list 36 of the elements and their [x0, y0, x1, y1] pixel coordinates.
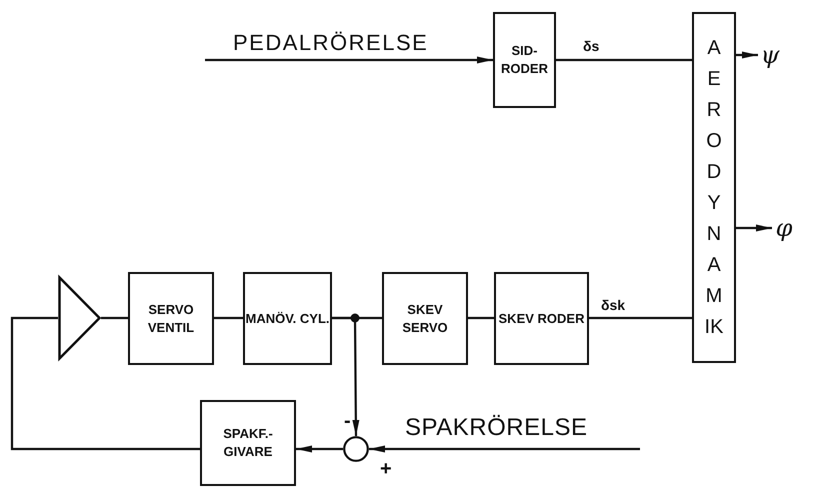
- output-symbol: φ: [772, 212, 796, 244]
- arrow: [332, 316, 360, 436]
- summing-circle: [343, 436, 369, 462]
- block: [200, 400, 296, 486]
- output-symbol: ψ: [758, 40, 782, 70]
- amplifier-triangle: [58, 276, 101, 360]
- system-block: [692, 12, 736, 363]
- block-label: SKEV SERVO: [401, 300, 449, 336]
- block-label: AERODYNAMIK: [704, 36, 724, 340]
- connector-line: [468, 316, 494, 320]
- block-label: MANÖV. CYL.: [245, 310, 330, 328]
- connector-line: [10, 316, 200, 450]
- arrow: [369, 446, 640, 452]
- edge-label: δs: [582, 38, 600, 54]
- block: [493, 12, 556, 108]
- edge-label: PEDALRÖRELSE: [232, 30, 430, 56]
- sign-label: +: [379, 458, 393, 481]
- block-label: SID- RODER: [500, 42, 549, 78]
- arrow: [736, 224, 772, 232]
- block-label: SKEV RODER: [498, 310, 584, 328]
- block-label: SERVO VENTIL: [146, 300, 196, 336]
- connector-line: [589, 316, 692, 320]
- connector-line: [214, 316, 243, 320]
- block: [128, 272, 214, 365]
- edge-label: δsk: [600, 297, 626, 313]
- arrow: [296, 446, 343, 452]
- block-label: SPAKF.- GIVARE: [222, 425, 274, 461]
- edge-label: SPAKRÖRELSE: [404, 414, 588, 442]
- sign-label: -: [343, 410, 352, 433]
- arrow: [736, 52, 758, 58]
- connector-line: [101, 316, 128, 320]
- connector-line: [556, 58, 692, 62]
- block: [243, 272, 332, 365]
- arrow: [205, 56, 493, 64]
- block: [382, 272, 468, 365]
- block: [494, 272, 589, 365]
